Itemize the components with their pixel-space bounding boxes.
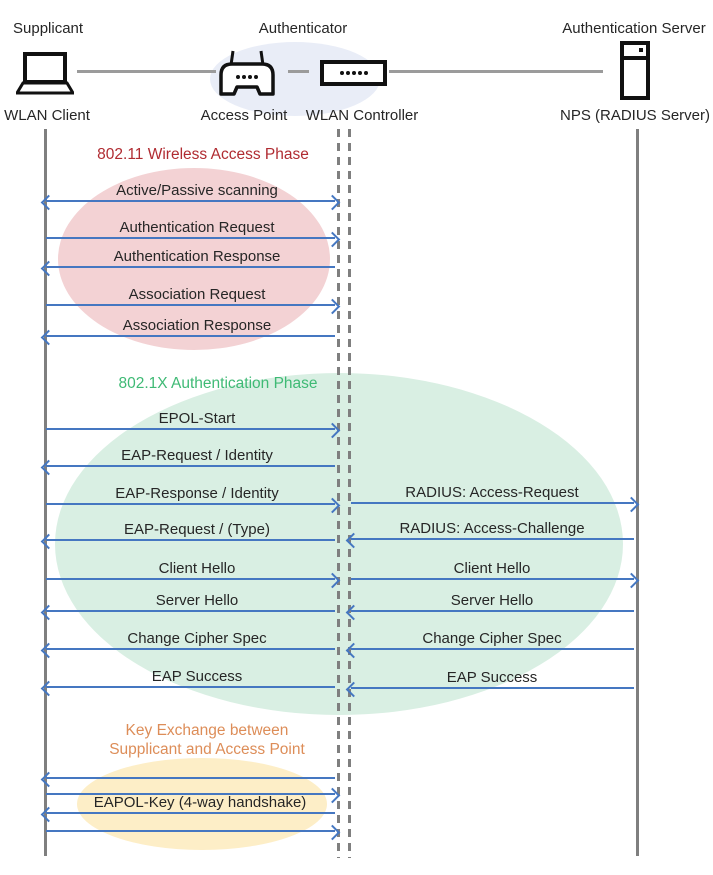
- connector-line: [288, 70, 309, 73]
- message-arrow: [46, 237, 335, 239]
- message-arrow: [351, 610, 634, 612]
- message-arrow: [46, 578, 335, 580]
- message-label: Authentication Response: [113, 248, 281, 265]
- message-arrow: [46, 830, 335, 832]
- message-label: Active/Passive scanning: [116, 182, 278, 199]
- message-label: Server Hello: [450, 592, 534, 609]
- connector-line: [77, 70, 216, 73]
- lifeline-wlan-controller-dashed: [337, 129, 340, 858]
- message-label: Association Request: [128, 286, 266, 303]
- role-authenticator: Authenticator: [258, 20, 348, 37]
- message-arrow: [46, 503, 335, 505]
- laptop-icon: [16, 52, 74, 96]
- message-arrow: [46, 465, 335, 467]
- node-label-wlan-controller: WLAN Controller: [305, 107, 419, 124]
- message-arrow: [46, 686, 335, 688]
- lifeline-wlan-controller-dashed: [348, 129, 351, 858]
- node-label-wlan-client: WLAN Client: [4, 107, 90, 124]
- node-label-nps-server: NPS (RADIUS Server): [559, 107, 711, 124]
- message-label: EPOL-Start: [158, 410, 236, 427]
- message-label: Change Cipher Spec: [127, 630, 267, 647]
- phase2-title: 802.1X Authentication Phase: [118, 375, 318, 392]
- message-arrow: [46, 428, 335, 430]
- message-arrow: [46, 777, 335, 779]
- message-label: Server Hello: [155, 592, 239, 609]
- message-arrow: [351, 648, 634, 650]
- phase3-title-line1: Key Exchange between: [125, 722, 289, 739]
- message-label: Change Cipher Spec: [422, 630, 562, 647]
- message-arrow: [46, 335, 335, 337]
- message-arrow: [351, 687, 634, 689]
- message-label: RADIUS: Access-Request: [405, 484, 579, 501]
- message-arrow: [46, 539, 335, 541]
- access-point-icon: [216, 48, 278, 100]
- message-label: EAP-Response / Identity: [115, 485, 279, 502]
- phase3-title-line2: Supplicant and Access Point: [109, 741, 305, 758]
- role-supplicant: Supplicant: [13, 20, 84, 37]
- node-label-access-point: Access Point: [200, 107, 288, 124]
- message-label: Authentication Request: [119, 219, 275, 236]
- server-icon: [619, 41, 651, 100]
- phase3-title: Key Exchange between Supplicant and Acce…: [109, 721, 305, 759]
- message-arrow: [351, 538, 634, 540]
- connector-line: [389, 70, 603, 73]
- message-arrow: [46, 266, 335, 268]
- phase3-ellipse: [77, 758, 327, 850]
- message-label: Client Hello: [158, 560, 236, 577]
- message-arrow: [46, 610, 335, 612]
- message-label: EAPOL-Key (4-way handshake): [93, 794, 307, 811]
- wlan-controller-icon: [320, 60, 387, 86]
- phase1-title: 802.11 Wireless Access Phase: [97, 146, 309, 163]
- message-arrow: [351, 502, 634, 504]
- message-label: Association Response: [122, 317, 272, 334]
- message-arrow: [351, 578, 634, 580]
- message-label: EAP Success: [151, 668, 243, 685]
- message-label: EAP Success: [446, 669, 538, 686]
- message-label: Client Hello: [453, 560, 531, 577]
- lifeline-wlan-client: [44, 129, 47, 856]
- message-label: EAP-Request / Identity: [121, 447, 273, 464]
- message-arrow: [46, 812, 335, 814]
- message-arrow: [46, 793, 335, 795]
- message-arrow: [46, 648, 335, 650]
- lifeline-nps-server: [636, 129, 639, 856]
- role-authentication-server: Authentication Server: [562, 20, 706, 37]
- message-arrow: [46, 200, 335, 202]
- phase1-ellipse: [58, 168, 330, 350]
- message-label: RADIUS: Access-Challenge: [399, 520, 585, 537]
- message-label: EAP-Request / (Type): [124, 521, 270, 538]
- message-arrow: [46, 304, 335, 306]
